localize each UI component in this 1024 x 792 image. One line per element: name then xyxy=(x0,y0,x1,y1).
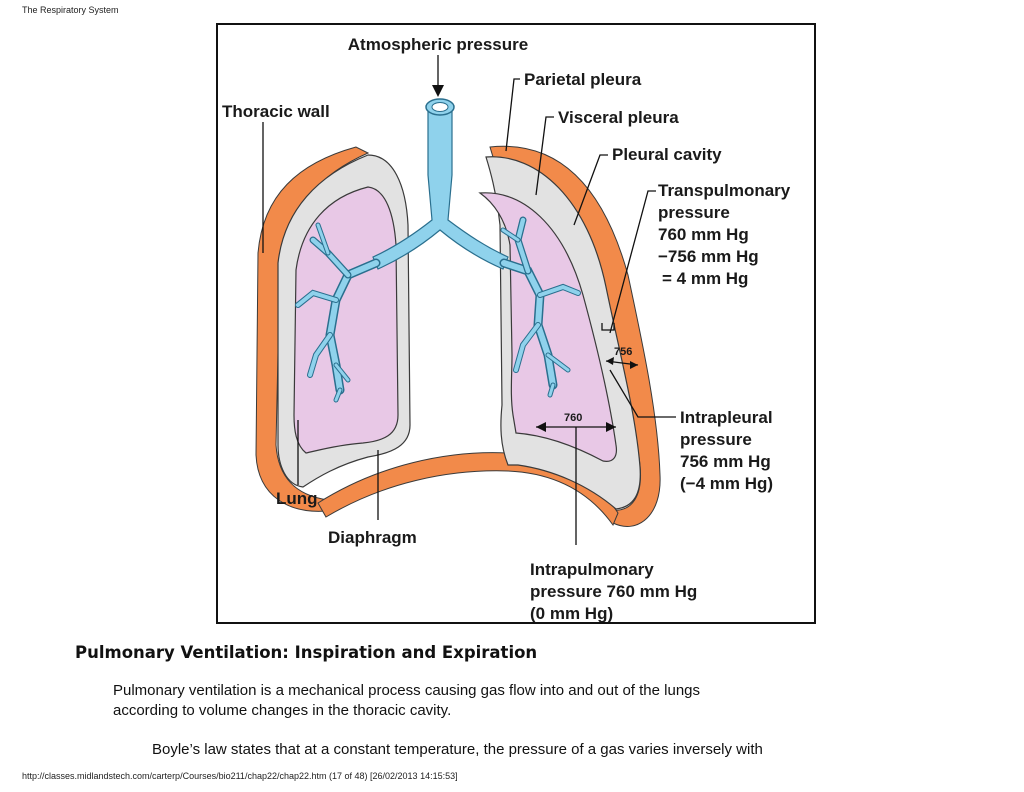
lung-left xyxy=(293,186,399,454)
label-lung: Lung xyxy=(276,489,318,508)
label-thoracic-wall: Thoracic wall xyxy=(222,102,330,121)
label-diaphragm: Diaphragm xyxy=(328,528,417,547)
label-value-760: 760 xyxy=(564,412,582,424)
label-intrapulmonary-3: (0 mm Hg) xyxy=(530,604,613,622)
trachea xyxy=(372,106,509,270)
label-intrapulmonary-1: Intrapulmonary xyxy=(530,560,654,579)
label-intrapleural-4: (−4 mm Hg) xyxy=(680,474,773,493)
label-parietal-pleura: Parietal pleura xyxy=(524,70,642,89)
label-intrapleural-1: Intrapleural xyxy=(680,408,773,427)
label-transpulmonary-4: −756 mm Hg xyxy=(658,247,759,266)
diagram-canvas: Atmospheric pressure Parietal pleura Tho… xyxy=(222,35,791,622)
paragraph-boyles-law: Boyle’s law states that at a constant te… xyxy=(152,741,763,758)
lung-pressure-diagram: Atmospheric pressure Parietal pleura Tho… xyxy=(216,23,816,624)
page-header-title: The Respiratory System xyxy=(22,5,119,15)
bronchial-tree-right xyxy=(499,216,581,398)
label-transpulmonary-5: = 4 mm Hg xyxy=(662,269,748,288)
label-atmospheric-pressure: Atmospheric pressure xyxy=(348,35,528,54)
footer-url: http://classes.midlandstech.com/carterp/… xyxy=(22,771,458,781)
label-intrapleural-3: 756 mm Hg xyxy=(680,452,771,471)
label-transpulmonary-2: pressure xyxy=(658,203,730,222)
bronchial-tree-left xyxy=(295,222,381,403)
label-value-756: 756 xyxy=(614,346,632,358)
section-heading: Pulmonary Ventilation: Inspiration and E… xyxy=(75,643,538,662)
paragraph-pulmonary-ventilation: Pulmonary ventilation is a mechanical pr… xyxy=(113,682,700,719)
label-transpulmonary-3: 760 mm Hg xyxy=(658,225,749,244)
lung-right xyxy=(478,192,618,462)
label-intrapulmonary-2: pressure 760 mm Hg xyxy=(530,582,697,601)
label-visceral-pleura: Visceral pleura xyxy=(558,108,679,127)
leader-lines xyxy=(262,55,676,545)
label-transpulmonary-1: Transpulmonary xyxy=(658,181,791,200)
label-intrapleural-2: pressure xyxy=(680,430,752,449)
label-pleural-cavity: Pleural cavity xyxy=(612,145,722,164)
